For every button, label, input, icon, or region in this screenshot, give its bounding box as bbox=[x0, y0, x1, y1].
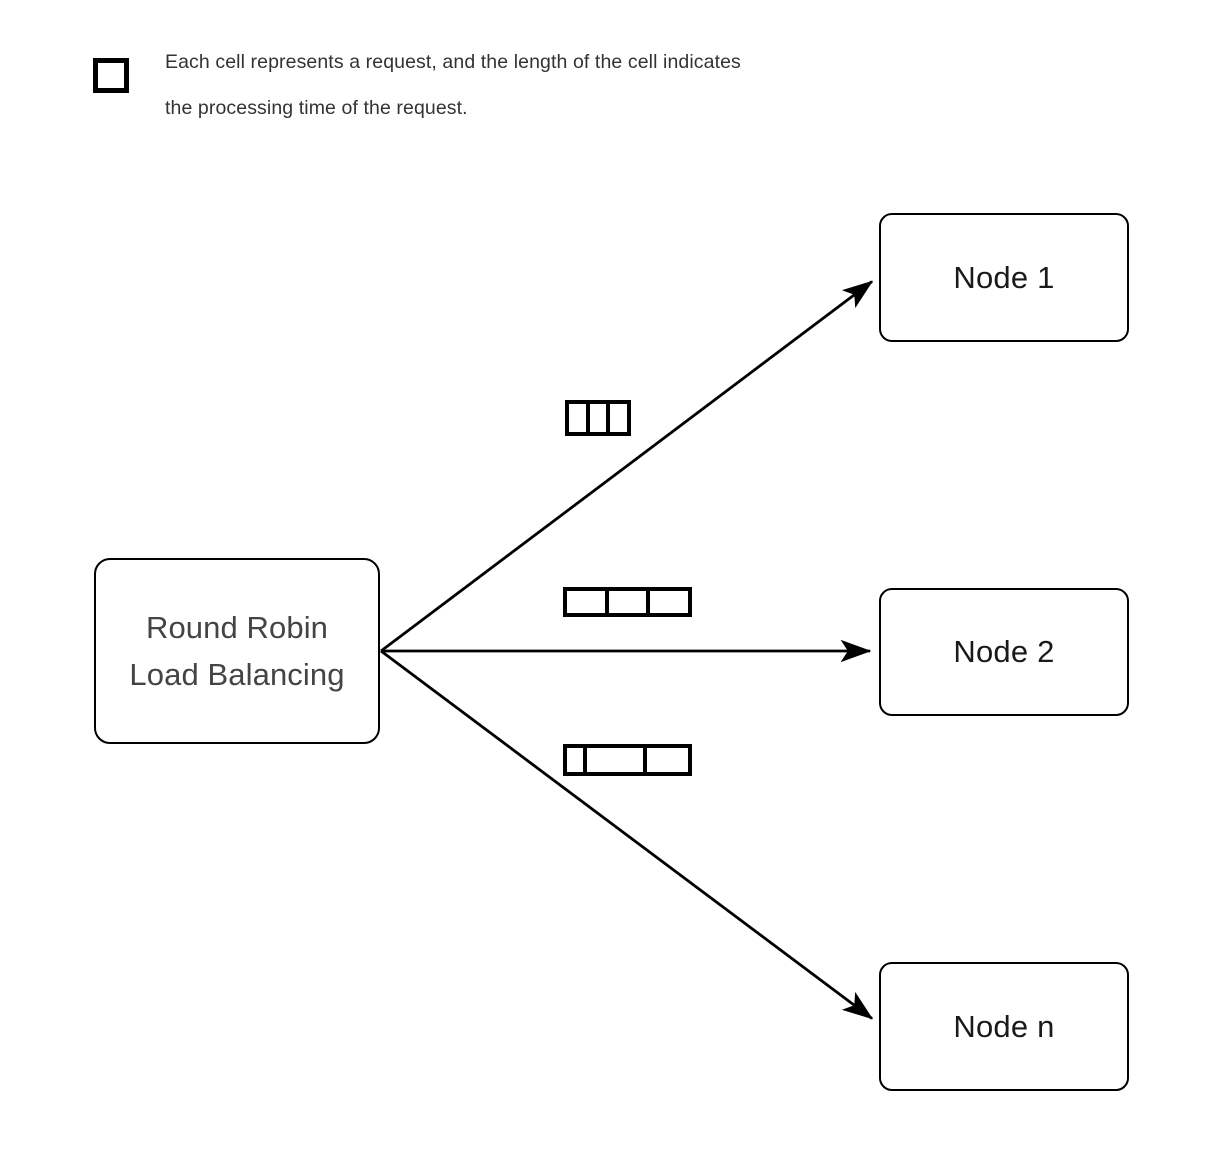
square-outline-icon bbox=[93, 58, 129, 93]
request-cell bbox=[567, 748, 588, 772]
node-n-box[interactable]: Node n bbox=[879, 962, 1129, 1091]
request-cell bbox=[650, 591, 689, 613]
queue-node-n bbox=[563, 744, 692, 776]
round-robin-load-balancer-box[interactable]: Round Robin Load Balancing bbox=[94, 558, 380, 744]
request-cell bbox=[567, 591, 609, 613]
node-n-label: Node n bbox=[953, 1008, 1055, 1044]
queue-node-1 bbox=[565, 400, 631, 436]
queue-node-2 bbox=[563, 587, 692, 617]
node-1-box[interactable]: Node 1 bbox=[879, 213, 1129, 342]
request-cell bbox=[587, 748, 648, 772]
request-cell bbox=[647, 748, 688, 772]
node-1-label: Node 1 bbox=[953, 259, 1055, 295]
edge-to-node-n bbox=[380, 649, 874, 1020]
legend-caption: Each cell represents a request, and the … bbox=[165, 51, 741, 119]
node-2-label: Node 2 bbox=[953, 634, 1055, 669]
request-cell bbox=[608, 591, 651, 613]
round-robin-load-balancer-label: Round Robin Load Balancing bbox=[129, 610, 345, 692]
request-cell bbox=[589, 404, 611, 432]
request-cell bbox=[569, 404, 590, 432]
request-cell bbox=[610, 404, 628, 432]
node-2-box[interactable]: Node 2 bbox=[879, 588, 1129, 716]
